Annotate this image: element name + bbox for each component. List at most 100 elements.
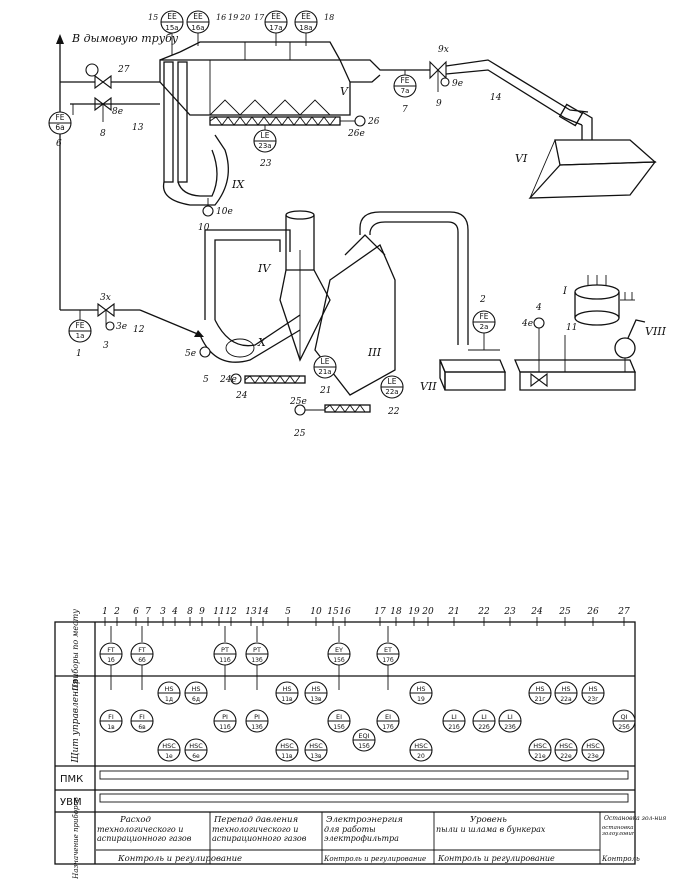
column-number: 27 — [617, 607, 630, 617]
svg-text:21б: 21б — [448, 724, 460, 731]
svg-text:22б: 22б — [478, 724, 490, 731]
column-number: 15 — [327, 607, 339, 617]
svg-text:7а: 7а — [401, 87, 410, 95]
svg-text:13б: 13б — [251, 657, 263, 664]
svg-text:FT: FT — [107, 646, 115, 654]
svg-text:23а: 23а — [258, 142, 271, 150]
arrow-right-icon — [194, 330, 204, 337]
purpose-header-level: Уровень — [470, 815, 507, 825]
svg-text:PT: PT — [253, 646, 261, 654]
purpose-text-level: пыли и шлама в бункерах — [436, 825, 546, 834]
column-number: 20 — [421, 607, 434, 617]
column-number: 25 — [558, 607, 571, 617]
svg-text:PI: PI — [254, 713, 260, 721]
svg-text:22е: 22е — [560, 753, 572, 760]
label-VII: VII — [420, 380, 437, 393]
svg-text:15б: 15б — [333, 724, 345, 731]
label-I: I — [562, 286, 568, 297]
tag-11: 11 — [566, 323, 577, 333]
purpose-footer-1: Контроль и регулирование — [117, 854, 242, 864]
svg-text:QI: QI — [620, 713, 627, 721]
to-chimney-label: В дымовую трубу — [71, 32, 179, 45]
svg-text:15б: 15б — [333, 657, 345, 664]
svg-text:LI: LI — [481, 713, 487, 721]
instrument-fe6a: FE 6а — [48, 111, 72, 135]
column-number: 10 — [310, 607, 322, 617]
svg-text:FE: FE — [400, 76, 409, 85]
pump-I — [574, 275, 635, 326]
purpose-header-pressure: Перепад давления — [213, 815, 298, 825]
svg-text:11б: 11б — [219, 724, 231, 731]
instrument-fe7a: FE 7а — [393, 74, 417, 98]
svg-text:EE: EE — [167, 12, 177, 21]
svg-text:15а: 15а — [165, 24, 178, 32]
svg-text:EI: EI — [336, 713, 342, 721]
svg-text:6е: 6е — [192, 753, 200, 760]
svg-text:HS: HS — [535, 685, 544, 693]
svg-text:1б: 1б — [107, 657, 115, 664]
arrow-up-icon — [56, 34, 64, 44]
svg-text:LE: LE — [261, 131, 270, 140]
svg-text:17б: 17б — [382, 657, 394, 664]
svg-text:1в: 1в — [107, 724, 115, 731]
tag-3e: 3е — [116, 322, 127, 332]
svg-text:21е: 21е — [534, 753, 546, 760]
panel-indicator-bubble: EI 17б — [376, 709, 400, 733]
panel-indicator-bubble: EI 15б — [327, 709, 351, 733]
tag-10e: 10е — [216, 207, 233, 217]
instrument-ee18a: EE 18а — [294, 10, 318, 46]
svg-text:LI: LI — [507, 713, 513, 721]
column-number: 2 — [113, 607, 120, 617]
svg-text:23е: 23е — [587, 753, 599, 760]
svg-text:17б: 17б — [382, 724, 394, 731]
label-VIII: VIII — [645, 325, 667, 338]
svg-text:LE: LE — [321, 357, 330, 366]
svg-text:HSC: HSC — [559, 742, 573, 750]
svg-text:15б: 15б — [358, 743, 370, 750]
tag-4e: 4е — [521, 319, 533, 329]
tag-25: 25 — [293, 429, 306, 439]
svg-text:1д: 1д — [165, 696, 173, 703]
tag-3: 3 — [103, 341, 109, 351]
local-instrument-bubble: PT 13б — [245, 642, 269, 666]
tag-20: 20 — [239, 13, 250, 22]
column-number: 22 — [477, 607, 490, 617]
svg-text:FI: FI — [108, 713, 114, 721]
purpose-footer-3: Контроль и регулирование — [437, 854, 555, 863]
column-number: 21 — [447, 607, 459, 617]
label-IV: IV — [257, 262, 271, 275]
svg-text:20: 20 — [417, 753, 425, 760]
purpose-header-power: Электроэнергия — [326, 815, 403, 825]
svg-text:HS: HS — [416, 685, 425, 693]
row-label-purpose: Назначение приборов — [72, 797, 80, 880]
column-number: 9 — [199, 607, 205, 617]
svg-text:HSC: HSC — [162, 742, 176, 750]
tag-9x: 9х — [438, 45, 449, 55]
column-number: 23 — [503, 607, 516, 617]
tag-25e: 25е — [289, 397, 307, 407]
svg-text:13в: 13в — [310, 696, 322, 703]
svg-text:FE: FE — [75, 321, 84, 330]
svg-text:21г: 21г — [535, 696, 546, 703]
panel-indicator-bubble: LI 22б — [472, 709, 496, 733]
local-instrument-bubble: FT 1б — [99, 642, 123, 666]
cyclone-IV — [279, 210, 331, 362]
purpose-footer-4: Контроль — [601, 855, 640, 863]
svg-text:6д: 6д — [192, 696, 200, 703]
svg-text:EI: EI — [385, 713, 391, 721]
panel-switch-bubble: HS 21г — [528, 681, 552, 705]
svg-text:EE: EE — [193, 12, 203, 21]
